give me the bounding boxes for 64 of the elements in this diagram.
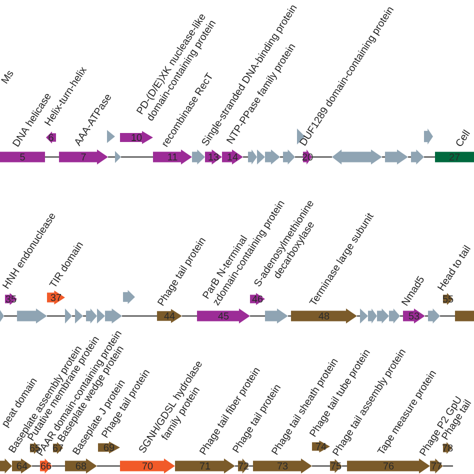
gene-block: 68 <box>65 458 97 474</box>
gene-label: Cell <box>456 129 470 146</box>
gene-block: 53 <box>403 308 425 324</box>
gene-block: 14 <box>222 150 243 164</box>
genome-line <box>280 156 284 158</box>
gene-block <box>65 308 72 324</box>
gene-block <box>265 308 288 324</box>
gene-block: 37 <box>47 290 65 304</box>
gene-block <box>332 150 348 164</box>
gene-block: 6 <box>46 132 56 144</box>
genome-line <box>120 156 154 158</box>
gene-block: 27 <box>435 152 474 162</box>
gene-block <box>248 150 257 164</box>
gene-block: 5 <box>0 152 45 162</box>
gene-block <box>424 128 433 144</box>
gene-block: 69 <box>98 442 120 454</box>
gene-block <box>75 308 83 324</box>
gene-block <box>385 150 408 164</box>
gene-block: 73 <box>253 458 312 474</box>
gene-block <box>97 308 105 324</box>
gene-block: 72 <box>238 458 249 474</box>
gene-block <box>411 150 424 164</box>
genome-line <box>382 156 386 158</box>
genome-line <box>424 156 436 158</box>
gene-block <box>17 308 47 324</box>
gene-block: 76 <box>347 458 430 474</box>
gene-block <box>360 308 368 324</box>
gene-block: 66 <box>40 458 52 474</box>
gene-block <box>192 150 205 164</box>
gene-label: Ms <box>1 71 14 84</box>
gene-block: 35 <box>5 293 17 305</box>
gene-block: 13 <box>205 150 222 164</box>
gene-block: 10 <box>120 131 153 144</box>
gene-block <box>377 308 389 324</box>
gene-block: 45 <box>197 308 250 324</box>
genome-line <box>108 156 116 158</box>
gene-block <box>428 308 440 324</box>
gene-block: 7 <box>59 150 108 164</box>
gene-block <box>368 308 377 324</box>
gene-block <box>348 150 382 164</box>
gene-block: 70 <box>120 458 175 474</box>
genome-line <box>44 156 60 158</box>
gene-block: 77 <box>430 458 443 474</box>
gene-block <box>0 310 4 322</box>
gene-block <box>389 308 400 324</box>
genome-line <box>294 156 304 158</box>
gene-block: 11 <box>153 150 192 164</box>
genome-line <box>312 156 332 158</box>
genome-line <box>408 156 412 158</box>
gene-block <box>0 458 12 474</box>
gene-block <box>455 310 474 322</box>
gene-block: 74 <box>312 440 330 452</box>
genome-line <box>242 156 248 158</box>
gene-block <box>257 150 265 164</box>
gene-block <box>283 150 295 164</box>
gene-block: 44 <box>157 309 182 323</box>
gene-block <box>86 308 97 324</box>
gene-block <box>265 150 280 164</box>
gene-block: 64 <box>12 458 32 474</box>
gene-block: 71 <box>175 458 235 474</box>
gene-block: 48 <box>291 308 357 324</box>
gene-block: 75 <box>330 459 342 473</box>
gene-block <box>123 290 135 304</box>
gene-block <box>115 151 121 163</box>
